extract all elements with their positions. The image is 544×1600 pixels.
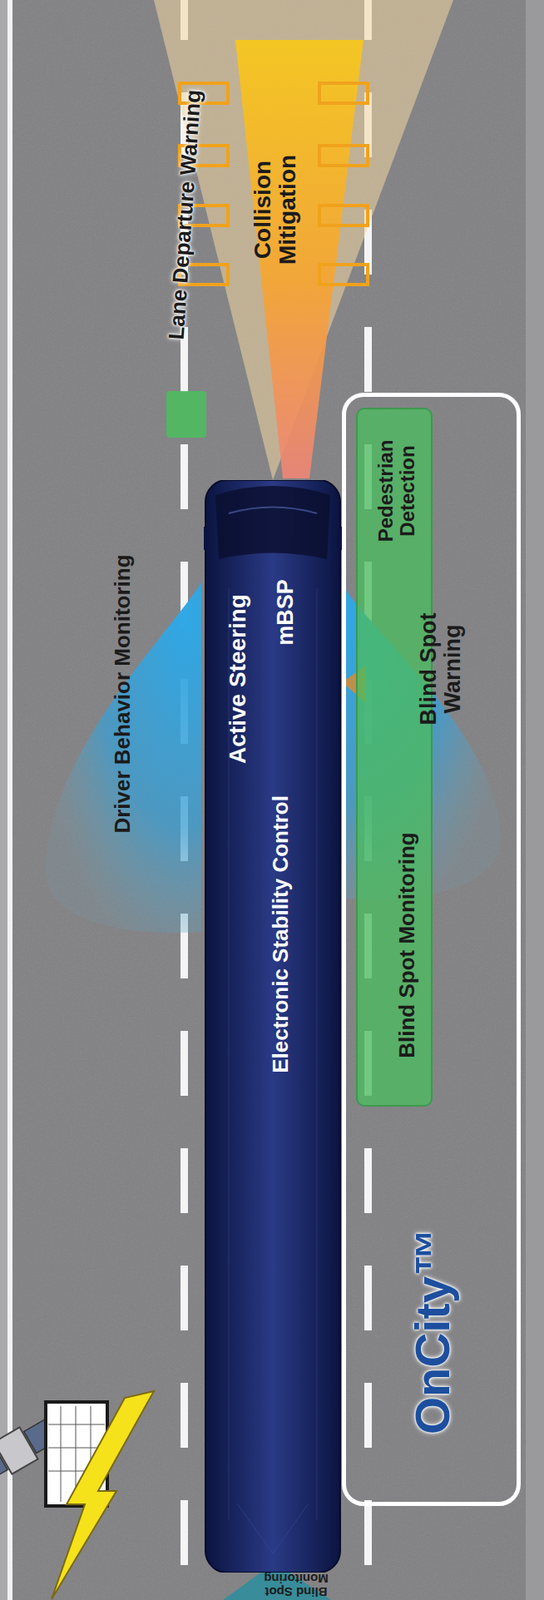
node-text: Pedestrian Detection <box>375 428 419 554</box>
bus-mirror <box>203 526 209 550</box>
bus-mirror <box>336 526 342 550</box>
lane-departure-zone <box>166 390 207 438</box>
feature-label: Driver Behavior Monitoring <box>110 444 134 944</box>
bus-vehicle: Active Steering mBSP Electronic Stability … <box>203 479 342 1573</box>
lane-dash <box>364 1382 372 1448</box>
feature-label: Collision Mitigation <box>250 147 301 272</box>
lane-dash <box>180 1499 188 1565</box>
lane-dash <box>364 1499 372 1565</box>
node-text: mBSP <box>273 562 298 663</box>
roof-panel-line <box>316 588 318 1520</box>
node-text: Active Steering <box>225 562 251 796</box>
detection-zone: Pedestrian DetectionBlind Spot Monitorin… <box>356 407 433 1107</box>
node-text: OnCity™ <box>406 1197 460 1464</box>
lane-dash <box>180 1030 188 1096</box>
roof-panel-line <box>237 1503 309 1553</box>
lane-dash <box>364 1265 372 1331</box>
road-shoulder <box>525 0 544 1600</box>
feature-label: Blind Spot Monitoring <box>254 1571 338 1598</box>
lane-dash <box>180 1147 188 1213</box>
satellite-link <box>0 1390 154 1599</box>
vehicle-outlines <box>179 83 368 285</box>
node-text: Electronic Stability Control <box>268 701 292 1168</box>
lane-dash <box>180 444 188 510</box>
bus-windshield <box>215 485 331 559</box>
lane-dash <box>180 1265 188 1331</box>
lane-dash <box>180 1382 188 1448</box>
feature-label: Lane Departure Warning <box>157 0 213 440</box>
feature-label: Blind Spot Warning <box>416 589 465 748</box>
lane-dash <box>364 326 372 392</box>
bus-roof <box>205 479 341 1573</box>
system-frame: OnCity™Pedestrian DetectionBlind Spot Mo… <box>341 392 521 1506</box>
road-shoulder <box>0 0 8 1600</box>
lane-dash <box>364 1147 372 1213</box>
windshield-highlight <box>228 507 317 515</box>
node-text: Blind Spot Monitoring <box>395 770 419 1120</box>
road-edge-line <box>7 0 13 1600</box>
